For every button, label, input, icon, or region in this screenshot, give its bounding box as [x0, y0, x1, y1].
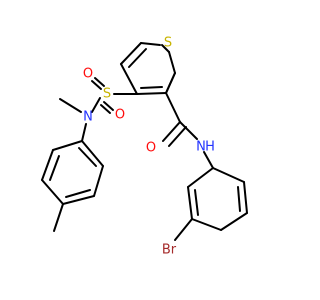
tolyl-ring [41, 140, 104, 205]
sulfonamide-nitrogen-label: N [83, 110, 93, 125]
carbonyl-oxygen-label: O [146, 141, 156, 156]
bromine-label: Br [162, 243, 177, 258]
n-aryl-bond [81, 123, 87, 142]
thiophene-c5-c4-bond [161, 44, 170, 53]
sulfonyl-group [91, 77, 138, 114]
c-br-bond [174, 218, 193, 241]
structure-drawing: S S O O N O N H Br [41, 36, 248, 258]
amide-hydrogen-label: H [205, 140, 215, 155]
sulfonyl-oxygen-bottom-label: O [115, 108, 125, 123]
amide-nitrogen-label: N [196, 140, 206, 155]
bromophenyl-ring [187, 167, 248, 231]
thiophene-s-c5-bond [168, 51, 176, 74]
aryl-methyl-bond [53, 203, 64, 232]
thiophene-ring [120, 42, 176, 95]
carboxamide-group [162, 92, 214, 169]
n-methyl-bond [59, 98, 82, 113]
molecule-canvas: S S O O N O N H Br [41, 35, 248, 258]
thiophene-sulfur-label: S [164, 36, 172, 51]
sulfonyl-sulfur-label: S [103, 87, 111, 102]
sulfonyl-oxygen-top-label: O [83, 67, 93, 82]
